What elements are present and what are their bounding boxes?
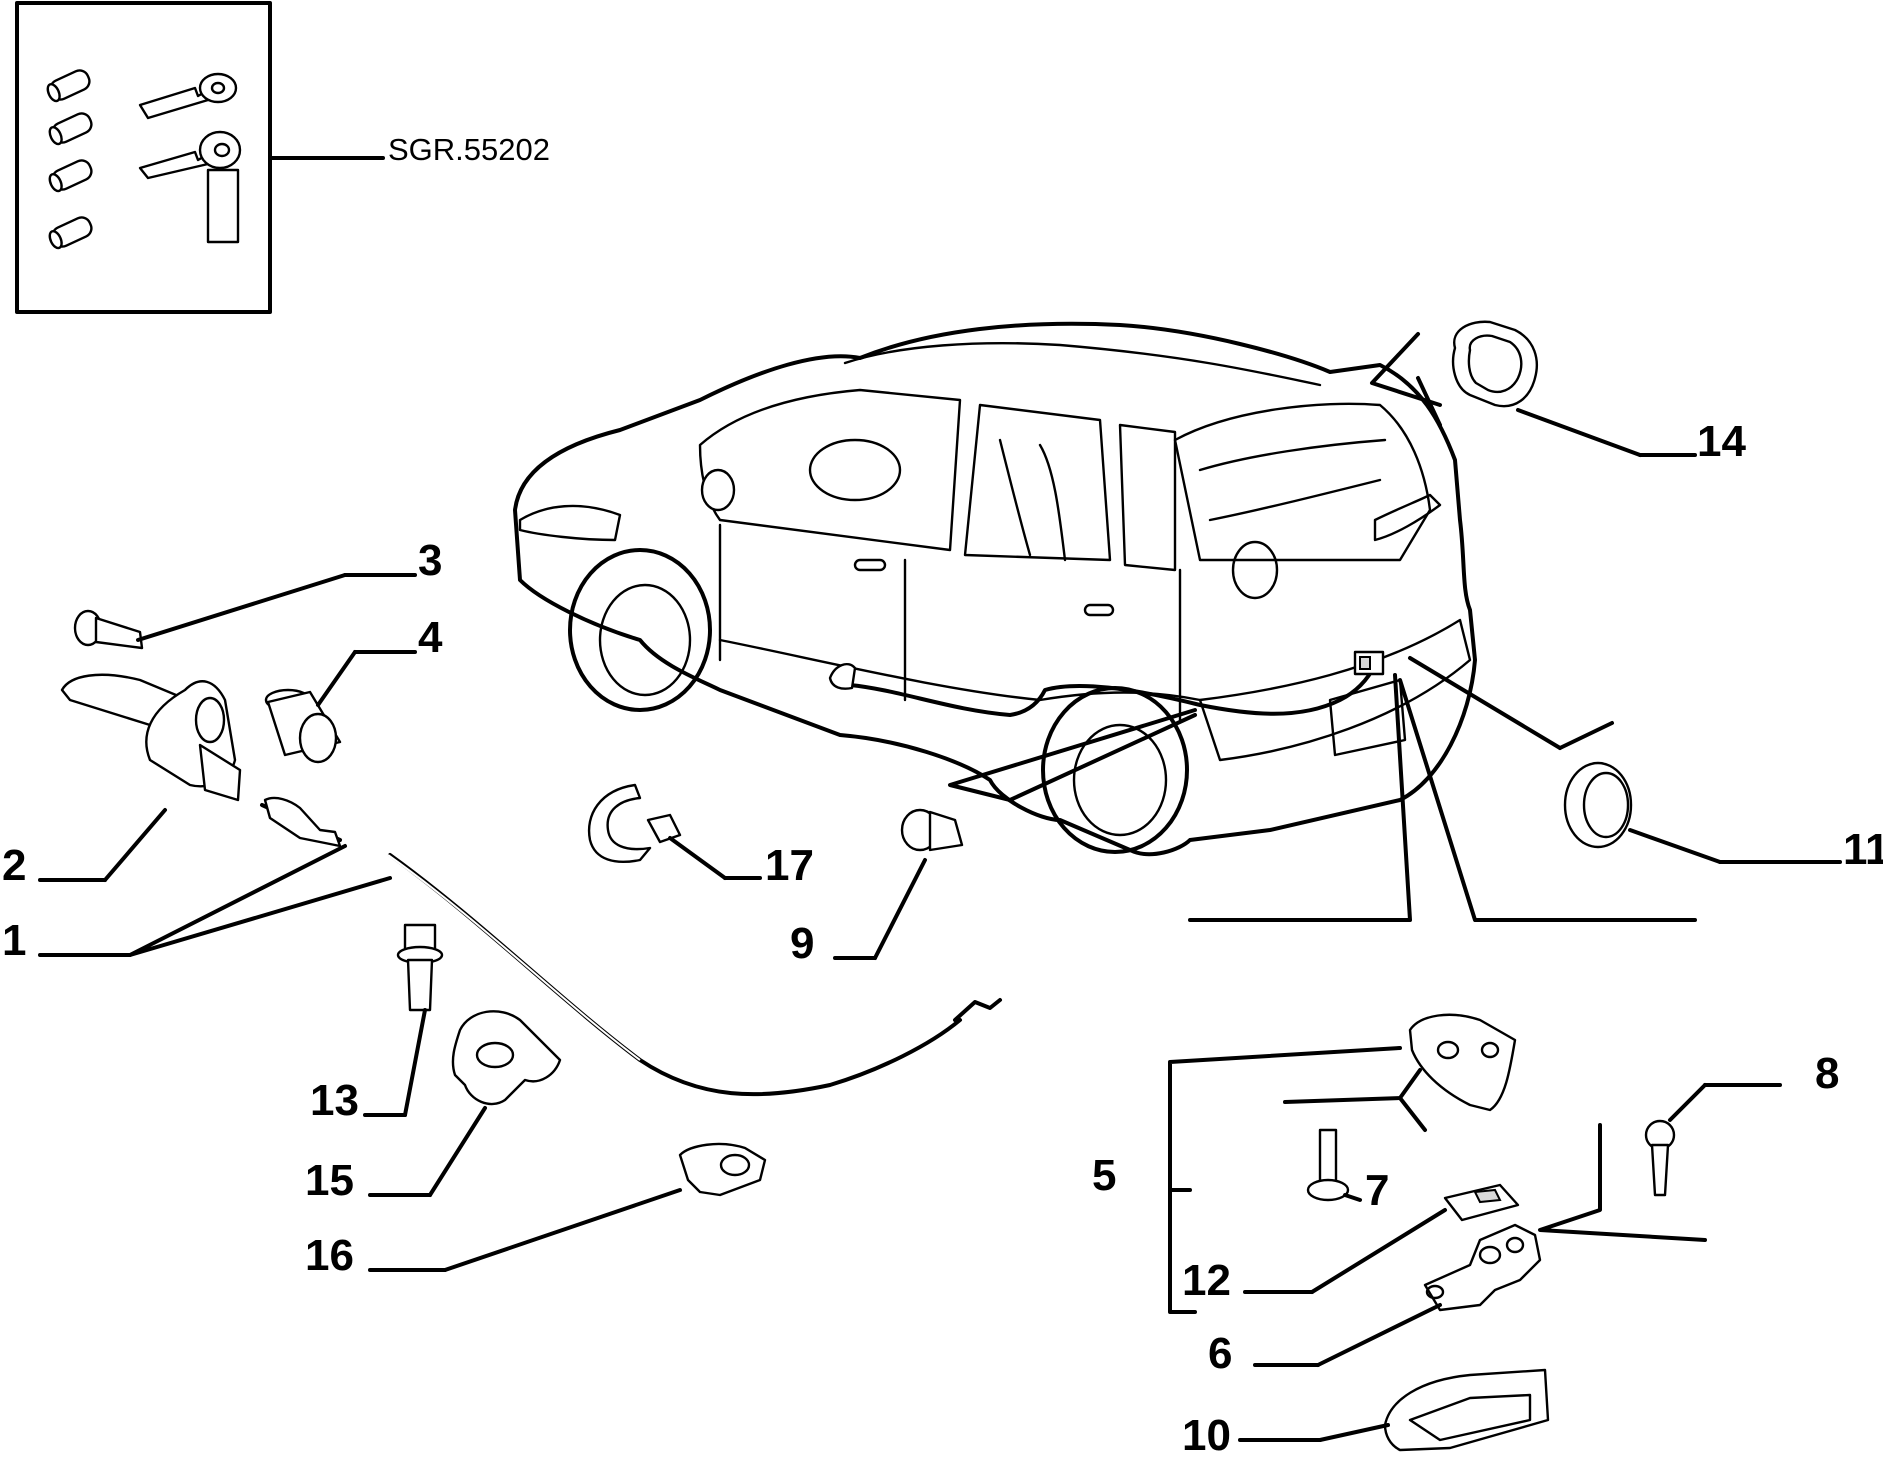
- callout-9: 9: [790, 919, 814, 968]
- callout-15: 15: [305, 1156, 354, 1205]
- lock-mechanism-part: [1423, 1223, 1542, 1312]
- bush-part: [264, 688, 342, 764]
- screw-part: [1306, 1128, 1350, 1202]
- callout-7: 7: [1365, 1166, 1389, 1215]
- car-illustration: [513, 321, 1477, 857]
- callout-6: 6: [1208, 1329, 1232, 1378]
- striker-plate-part: [1408, 1013, 1517, 1112]
- release-cable-part: [260, 796, 1002, 1097]
- callout-3: 3: [418, 536, 442, 585]
- tray-part: [1383, 1368, 1550, 1452]
- callout-8: 8: [1815, 1049, 1839, 1098]
- key-icon: [138, 72, 238, 120]
- release-handle-part: [60, 673, 242, 802]
- rubber-bumper-part: [900, 808, 964, 852]
- callout-10: 10: [1182, 1411, 1231, 1460]
- bolt-part: [396, 923, 444, 1012]
- bolt-part: [1644, 1119, 1676, 1197]
- pad-part: [1443, 1183, 1520, 1222]
- callout-17: 17: [765, 841, 814, 890]
- cable-clip-part: [451, 1010, 562, 1106]
- clip-part: [678, 1142, 767, 1197]
- callout-13: 13: [310, 1076, 359, 1125]
- strap-clip-part: [587, 783, 682, 863]
- callout-14: 14: [1697, 417, 1746, 466]
- callout-16: 16: [305, 1231, 354, 1280]
- lock-cylinder-icon: [46, 69, 93, 250]
- lock-kit-box: SGR.55202: [15, 1, 550, 314]
- screw-part: [73, 609, 144, 650]
- callout-4: 4: [418, 613, 443, 662]
- key-with-tag-icon: [138, 130, 242, 244]
- callout-5: 5: [1092, 1151, 1116, 1200]
- callout-12: 12: [1182, 1256, 1231, 1305]
- grommet-oval-part: [1451, 320, 1538, 408]
- grommet-round-part: [1563, 761, 1633, 849]
- callout-2: 2: [2, 841, 26, 890]
- kit-reference-label: SGR.55202: [388, 132, 550, 167]
- callout-1: 1: [2, 916, 26, 965]
- callout-11: 11: [1843, 825, 1883, 874]
